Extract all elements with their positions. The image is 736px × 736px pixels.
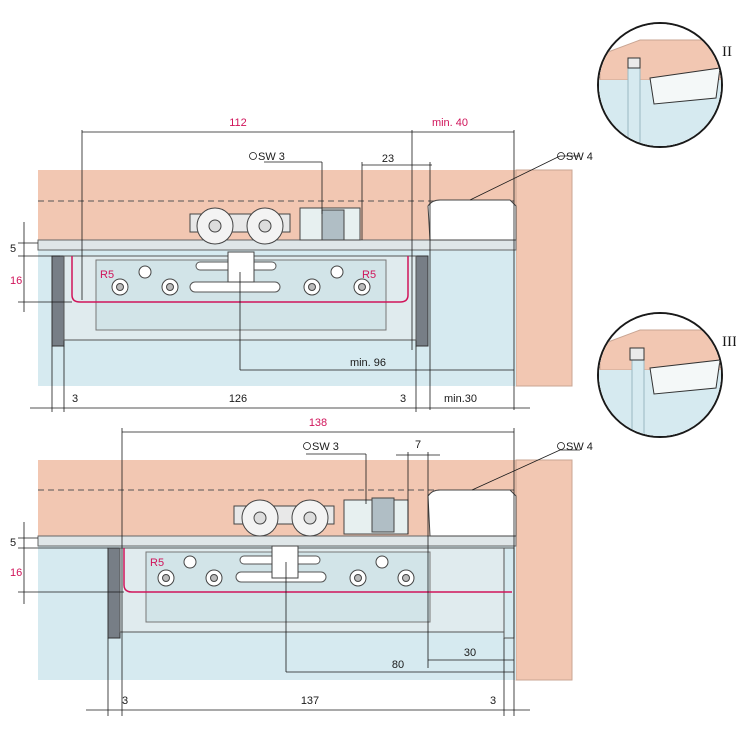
bottom-dim-30: 30 xyxy=(464,647,476,659)
top-r5-left: R5 xyxy=(100,269,114,281)
top-dim-3-left: 3 xyxy=(72,393,78,405)
bottom-sw3-label: SW 3 xyxy=(312,441,339,453)
top-dim-126: 126 xyxy=(229,393,247,405)
bottom-sw4-label: SW 4 xyxy=(566,441,593,453)
top-roller-wheels xyxy=(189,207,291,245)
top-rail xyxy=(37,239,517,251)
bottom-dim-138: 138 xyxy=(309,417,327,429)
top-dim-min40: min. 40 xyxy=(432,117,468,129)
bottom-dim-7: 7 xyxy=(415,439,421,451)
top-dim-min30: min.30 xyxy=(444,393,477,405)
view-ii-label: II xyxy=(722,44,732,60)
view-iii-label: III xyxy=(722,334,736,350)
top-dim-5: 5 xyxy=(10,243,16,255)
bottom-dim-80: 80 xyxy=(392,659,404,671)
top-dim-16: 16 xyxy=(10,275,22,287)
bottom-dim-137: 137 xyxy=(301,695,319,707)
detail-view-iii: III xyxy=(597,312,736,438)
top-dim-23: 23 xyxy=(382,153,394,165)
bottom-roller-wheels xyxy=(233,499,335,537)
top-dim-112: 112 xyxy=(229,117,247,129)
bottom-r5: R5 xyxy=(150,557,164,569)
top-dim-min96: min. 96 xyxy=(350,357,386,369)
bottom-assembly: 138 SW 3 SW 4 7 5 16 R5 80 30 3 137 3 xyxy=(10,417,593,716)
bottom-side-panel xyxy=(515,459,573,681)
sw-marker-icons xyxy=(249,152,565,450)
top-side-panel xyxy=(515,169,573,387)
bottom-dim-5: 5 xyxy=(10,537,16,549)
bottom-dim-3-right: 3 xyxy=(490,695,496,707)
top-sw3-label: SW 3 xyxy=(258,151,285,163)
top-dim-3-right: 3 xyxy=(400,393,406,405)
top-sw4-label: SW 4 xyxy=(566,151,593,163)
top-r5-right: R5 xyxy=(362,269,376,281)
bottom-dim-3-left: 3 xyxy=(122,695,128,707)
bottom-rail xyxy=(37,535,517,547)
top-assembly: 112 min. 40 SW 3 SW 4 23 5 16 R5 R5 min.… xyxy=(10,117,593,412)
detail-view-ii: II xyxy=(597,22,732,148)
bottom-dim-16: 16 xyxy=(10,567,22,579)
